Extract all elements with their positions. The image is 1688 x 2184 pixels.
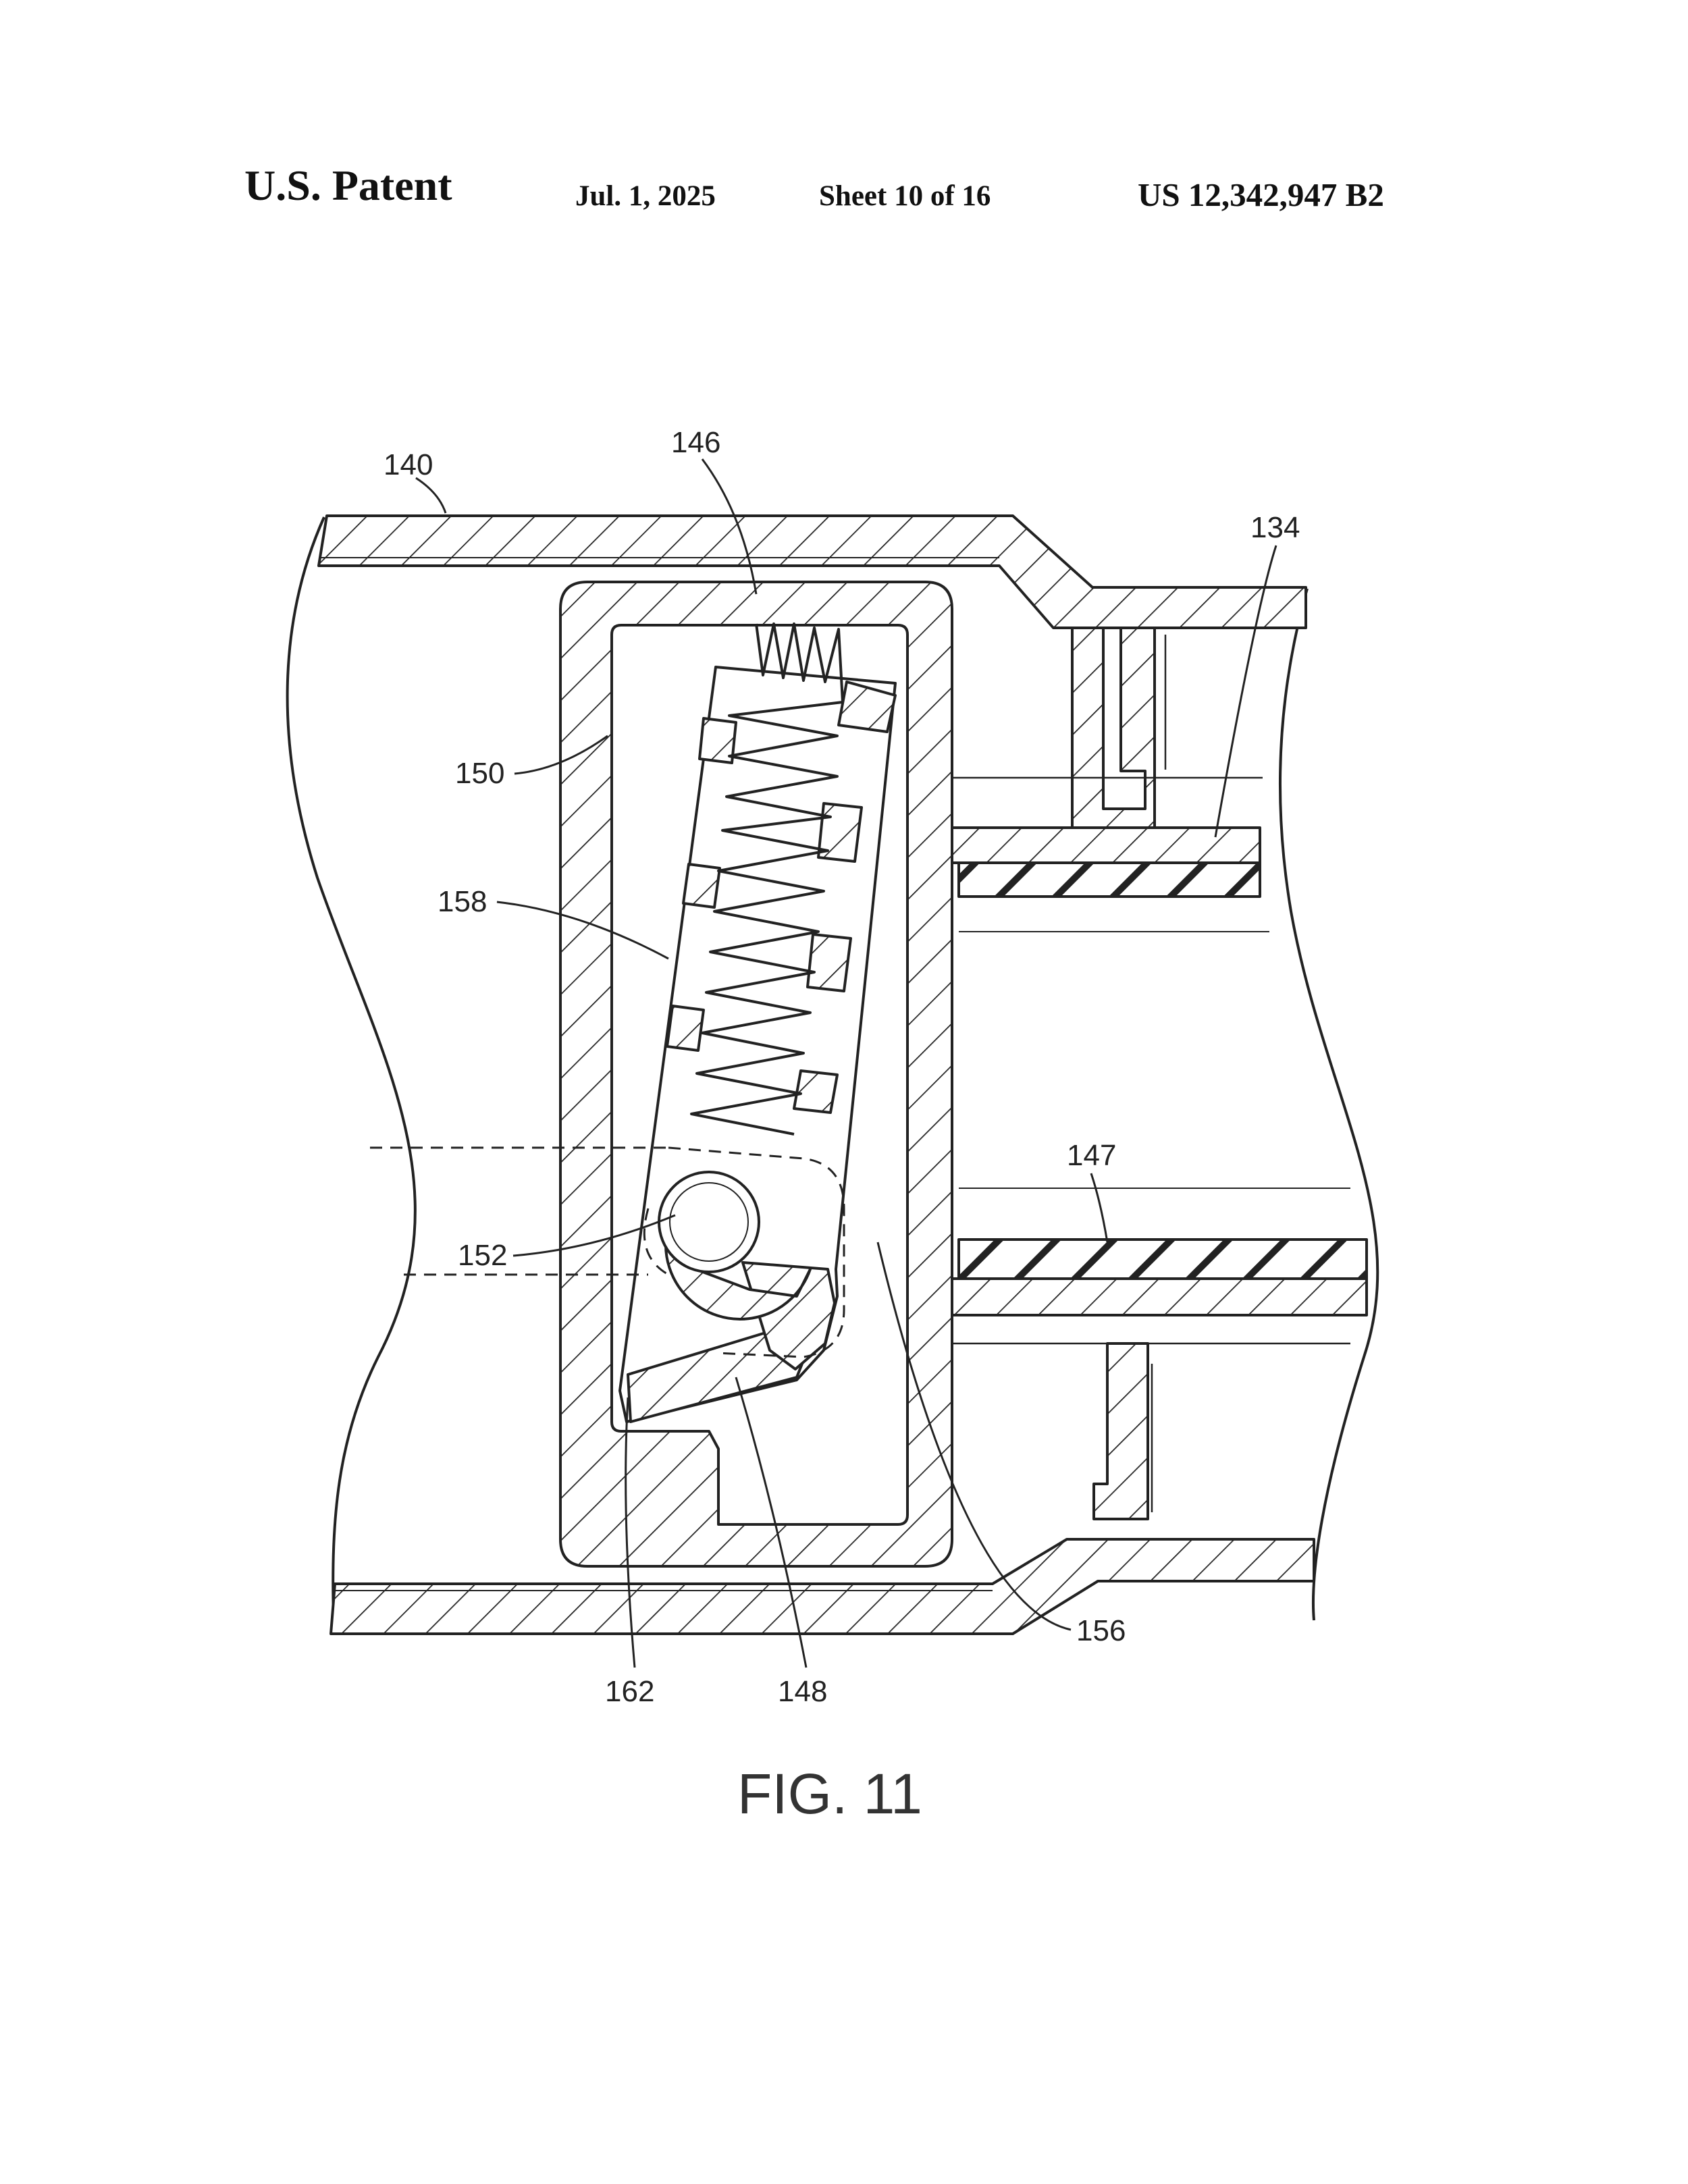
figure-label: FIG. 11 bbox=[737, 1762, 922, 1826]
right-break-line bbox=[1278, 588, 1379, 1621]
patent-header-title: U.S. Patent bbox=[244, 161, 452, 209]
latch-rib-6 bbox=[666, 1005, 705, 1052]
fitting-upper-liner bbox=[957, 861, 1261, 898]
leader-152 bbox=[512, 1214, 676, 1257]
ref-158: 158 bbox=[438, 885, 487, 918]
latch-rib-7 bbox=[793, 1069, 839, 1114]
latch-cam bbox=[741, 1261, 836, 1370]
leader-146 bbox=[701, 458, 758, 595]
ref-156: 156 bbox=[1076, 1614, 1126, 1647]
leader-150 bbox=[514, 735, 608, 775]
ref-148: 148 bbox=[778, 1675, 827, 1708]
fitting-upper-flange bbox=[1071, 627, 1156, 836]
leader-147 bbox=[1090, 1173, 1109, 1243]
patent-header-date: Jul. 1, 2025 bbox=[575, 180, 716, 212]
pin-152 bbox=[658, 1171, 760, 1273]
latch-rib-2 bbox=[698, 717, 737, 764]
left-break-line bbox=[286, 516, 417, 1618]
ref-134: 134 bbox=[1250, 511, 1300, 544]
latch-rib-4 bbox=[682, 863, 721, 909]
fitting-upper-tube bbox=[951, 826, 1261, 864]
ref-140: 140 bbox=[384, 448, 433, 481]
spring-coil bbox=[690, 622, 844, 1136]
leader-134 bbox=[1214, 545, 1277, 838]
ref-146: 146 bbox=[671, 426, 720, 459]
housing-top-wall bbox=[317, 514, 1307, 629]
fitting-lower-liner bbox=[957, 1238, 1368, 1280]
latch-rib-1 bbox=[837, 681, 897, 733]
leader-162 bbox=[625, 1397, 636, 1668]
leader-156 bbox=[876, 1242, 1072, 1631]
latch-frame bbox=[559, 581, 953, 1568]
leader-140 bbox=[415, 477, 447, 514]
ref-150: 150 bbox=[455, 757, 504, 790]
latch-rib-3 bbox=[817, 802, 863, 863]
housing-bottom-wall bbox=[329, 1538, 1315, 1635]
fitting-lower-flange bbox=[1092, 1342, 1149, 1520]
patent-header-sheet: Sheet 10 of 16 bbox=[819, 180, 991, 212]
ref-152: 152 bbox=[458, 1239, 507, 1272]
ref-162: 162 bbox=[605, 1675, 654, 1708]
latch-rib-5 bbox=[806, 933, 852, 992]
ref-147: 147 bbox=[1067, 1139, 1116, 1172]
fitting-lower-tube bbox=[951, 1277, 1368, 1316]
leader-158 bbox=[496, 901, 669, 960]
leader-148 bbox=[735, 1377, 808, 1668]
patent-header-number: US 12,342,947 B2 bbox=[1138, 176, 1384, 213]
